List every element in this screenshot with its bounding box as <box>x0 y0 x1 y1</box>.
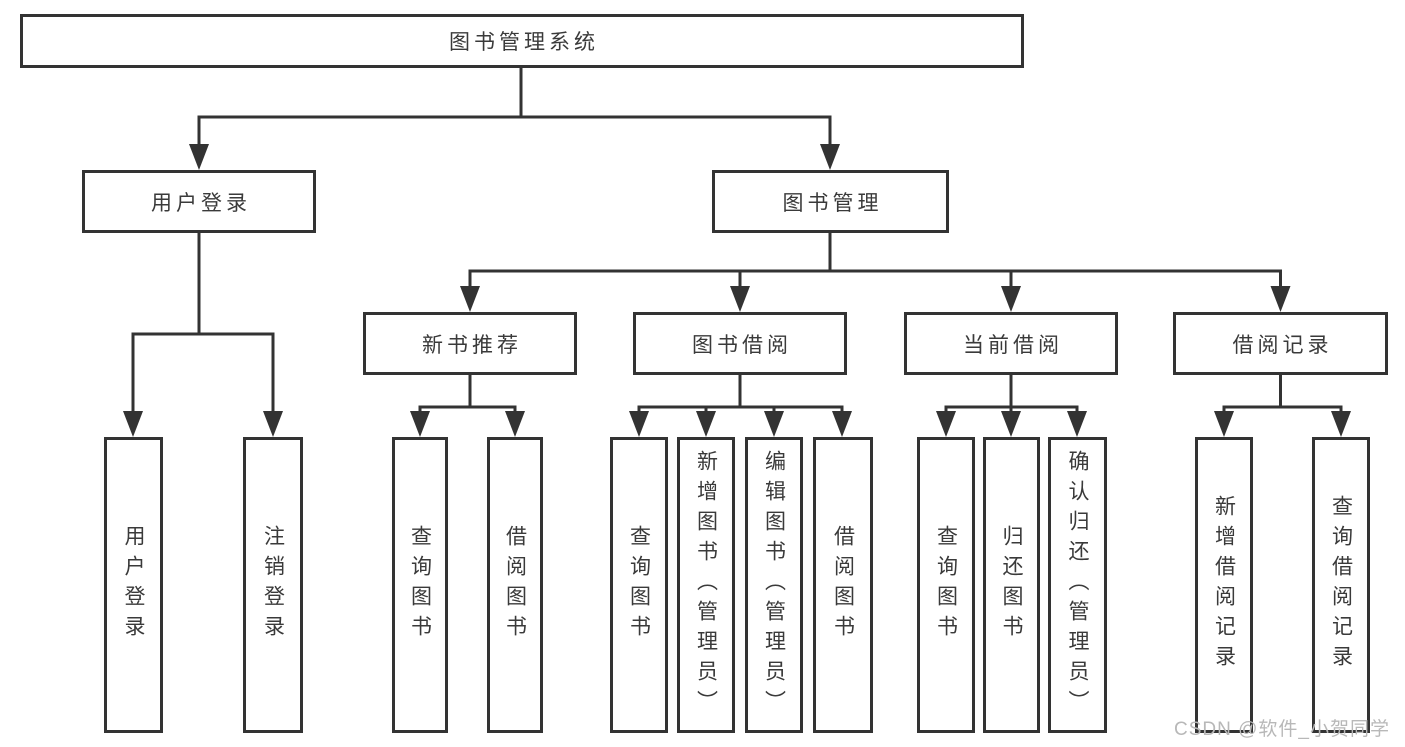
node-library-system-label: 图书管理系统 <box>449 31 599 54</box>
node-borrowing-records: 借阅记录 <box>1173 312 1388 375</box>
node-borrowing-records-label: 借阅记录 <box>1232 333 1333 357</box>
leaf-borrow-books-borrow: 借阅图书 <box>813 437 873 733</box>
leaf-query-books-current-label: 查询图书 <box>934 525 958 645</box>
node-new-book-recommendation: 新书推荐 <box>363 312 577 375</box>
leaf-query-books-current: 查询图书 <box>917 437 975 733</box>
leaf-user-login: 用户登录 <box>104 437 163 733</box>
node-book-borrowing: 图书借阅 <box>633 312 847 375</box>
node-library-system: 图书管理系统 <box>20 14 1024 68</box>
leaf-add-books-admin-label: 新增图书（管理员） <box>694 450 718 720</box>
leaf-borrow-books-borrow-label: 借阅图书 <box>831 525 855 645</box>
leaf-borrow-books-recommend: 借阅图书 <box>487 437 543 733</box>
leaf-query-books-recommend-label: 查询图书 <box>408 525 432 645</box>
connector-paths <box>131 66 1343 415</box>
leaf-edit-books-admin-label: 编辑图书（管理员） <box>762 450 786 720</box>
node-book-borrowing-label: 图书借阅 <box>692 333 792 357</box>
node-new-book-recommendation-label: 新书推荐 <box>422 333 522 357</box>
leaf-query-borrow-record-label: 查询借阅记录 <box>1329 495 1353 675</box>
leaf-query-borrow-record: 查询借阅记录 <box>1312 437 1370 733</box>
leaf-borrow-books-recommend-label: 借阅图书 <box>503 525 527 645</box>
leaf-query-books-recommend: 查询图书 <box>392 437 448 733</box>
arrowheads <box>123 144 1351 437</box>
node-current-borrowing-label: 当前借阅 <box>963 333 1063 357</box>
leaf-logout-login: 注销登录 <box>243 437 303 733</box>
leaf-confirm-return-admin-label: 确认归还（管理员） <box>1066 450 1089 720</box>
leaf-return-books: 归还图书 <box>983 437 1040 733</box>
node-book-management-label: 图书管理 <box>782 191 883 215</box>
watermark: CSDN @软件_小贺同学 <box>1174 719 1390 740</box>
node-user-login-label: 用户登录 <box>151 191 251 215</box>
leaf-add-borrow-record-label: 新增借阅记录 <box>1212 495 1236 675</box>
leaf-return-books-label: 归还图书 <box>1000 525 1023 645</box>
leaf-edit-books-admin: 编辑图书（管理员） <box>745 437 803 733</box>
node-book-management: 图书管理 <box>712 170 949 233</box>
node-user-login: 用户登录 <box>82 170 316 233</box>
leaf-logout-login-label: 注销登录 <box>261 525 285 645</box>
leaf-add-books-admin: 新增图书（管理员） <box>677 437 735 733</box>
leaf-confirm-return-admin: 确认归还（管理员） <box>1048 437 1107 733</box>
leaf-add-borrow-record: 新增借阅记录 <box>1195 437 1253 733</box>
leaf-query-books-borrow-label: 查询图书 <box>627 525 651 645</box>
leaf-user-login-label: 用户登录 <box>122 525 145 645</box>
node-current-borrowing: 当前借阅 <box>904 312 1118 375</box>
leaf-query-books-borrow: 查询图书 <box>610 437 668 733</box>
